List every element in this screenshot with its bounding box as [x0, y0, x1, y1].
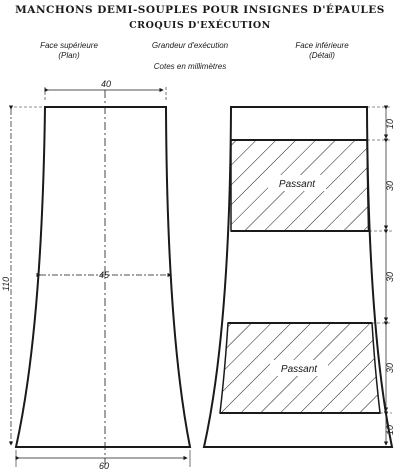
plan-view: 40 45 60 110 [1, 79, 192, 471]
left-view-title: Face supérieure [40, 41, 98, 50]
right-view-subtitle: (Détail) [309, 51, 335, 60]
plan-outline [14, 106, 192, 448]
left-view-header: Face supérieure (Plan) [24, 41, 114, 61]
passant-lower-label: Passant [281, 364, 318, 375]
passant-upper-label: Passant [279, 179, 316, 190]
page-subtitle: CROQUIS D'EXÉCUTION [129, 20, 271, 31]
top-width-label: 40 [101, 79, 111, 89]
units-note: Cotes en millimètres [153, 62, 227, 71]
mid-width-label: 45 [99, 270, 110, 280]
height-label: 110 [1, 277, 11, 291]
passant-lower-label-bg [270, 360, 328, 376]
detail-dim-label-5: 10 [385, 425, 395, 435]
bottom-width-label: 60 [99, 461, 109, 471]
passant-upper-label-bg [268, 175, 326, 191]
page-title: MANCHONS DEMI-SOUPLES POUR INSIGNES D'ÉP… [15, 4, 385, 16]
left-view-subtitle: (Plan) [58, 51, 80, 60]
detail-dim-label-4: 30 [385, 363, 395, 373]
right-view-title: Face inférieure [295, 41, 349, 50]
detail-view: Passant Passant 10 30 30 30 10 [202, 105, 395, 448]
detail-outline [202, 106, 394, 448]
detail-dim-label-1: 10 [385, 119, 395, 129]
detail-dim-label-3: 30 [385, 272, 395, 282]
right-view-header: Face inférieure (Détail) [272, 41, 372, 61]
detail-dim-label-2: 30 [385, 181, 395, 191]
scale-note: Grandeur d'exécution [151, 41, 229, 50]
